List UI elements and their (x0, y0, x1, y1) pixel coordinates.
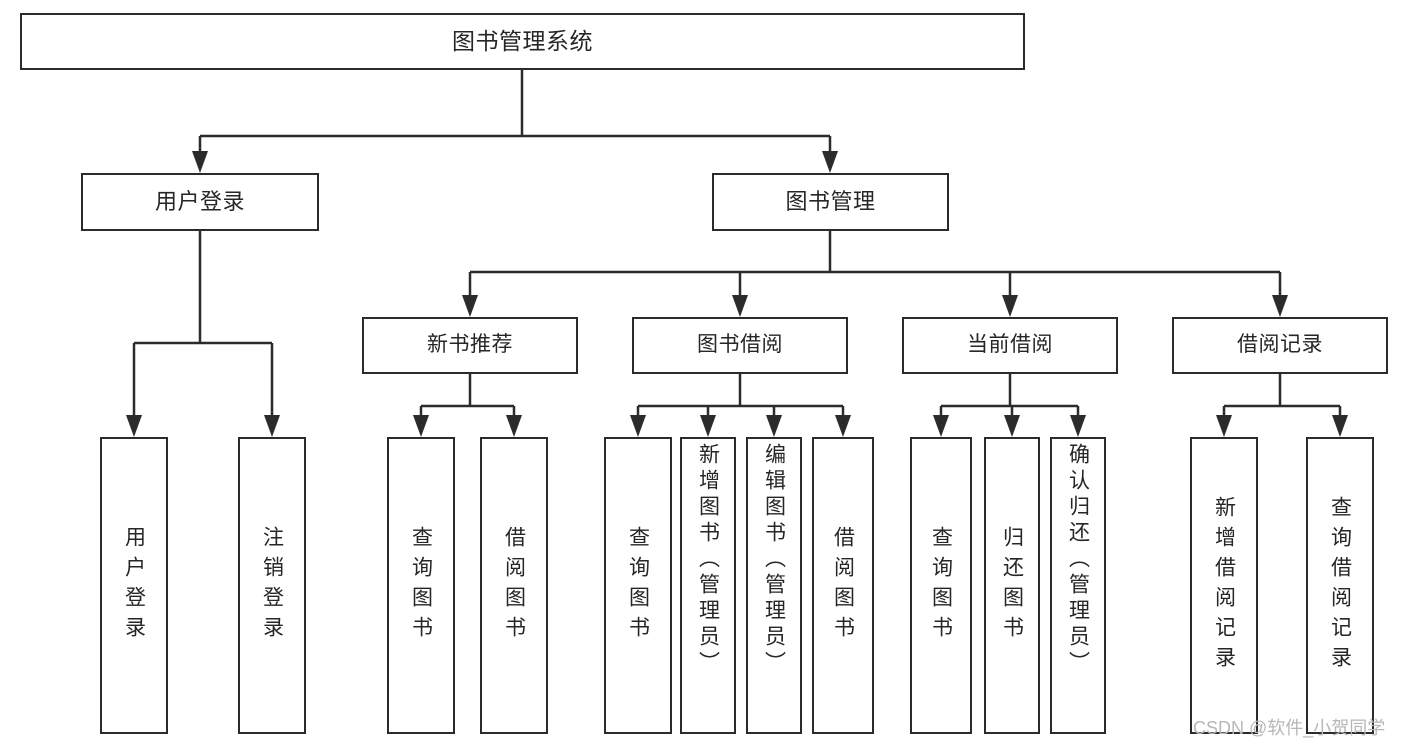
node-leaf-query-borrow-record[interactable]: 查询借阅记录 (1306, 437, 1374, 734)
node-current-borrow[interactable]: 当前借阅 (902, 317, 1118, 374)
node-leaf-query-book-3[interactable]: 查询图书 (910, 437, 972, 734)
node-label: 新增借阅记录 (1212, 495, 1236, 676)
node-book-manage[interactable]: 图书管理 (712, 173, 949, 231)
node-label: 注销登录 (260, 525, 284, 646)
node-leaf-add-book-admin[interactable]: 新增图书（管理员） (680, 437, 736, 734)
node-leaf-query-book-2[interactable]: 查询图书 (604, 437, 672, 734)
node-label: 图书管理系统 (452, 27, 593, 54)
watermark-text: CSDN @软件_小贺同学 (1193, 718, 1386, 738)
node-leaf-return-book[interactable]: 归还图书 (984, 437, 1040, 734)
node-label: 新增图书（管理员） (696, 443, 720, 677)
node-leaf-user-login[interactable]: 用户登录 (100, 437, 168, 734)
node-leaf-user-logout[interactable]: 注销登录 (238, 437, 306, 734)
node-leaf-edit-book-admin[interactable]: 编辑图书（管理员） (746, 437, 802, 734)
node-label: 新书推荐 (427, 333, 513, 357)
node-label: 图书借阅 (697, 333, 783, 357)
node-leaf-borrow-book-1[interactable]: 借阅图书 (480, 437, 548, 734)
node-leaf-query-book-1[interactable]: 查询图书 (387, 437, 455, 734)
node-book-borrow[interactable]: 图书借阅 (632, 317, 848, 374)
node-leaf-borrow-book-2[interactable]: 借阅图书 (812, 437, 874, 734)
node-label: 查询图书 (409, 525, 433, 646)
node-new-book-recommend[interactable]: 新书推荐 (362, 317, 578, 374)
node-leaf-confirm-return-admin[interactable]: 确认归还（管理员） (1050, 437, 1106, 734)
node-leaf-add-borrow-record[interactable]: 新增借阅记录 (1190, 437, 1258, 734)
node-label: 查询图书 (626, 525, 650, 646)
node-label: 确认归还（管理员） (1066, 443, 1090, 677)
node-label: 查询图书 (929, 525, 953, 646)
node-user-login[interactable]: 用户登录 (81, 173, 319, 231)
node-label: 借阅图书 (502, 525, 526, 646)
node-borrow-record[interactable]: 借阅记录 (1172, 317, 1388, 374)
node-label: 当前借阅 (967, 333, 1053, 357)
node-root[interactable]: 图书管理系统 (20, 13, 1025, 70)
node-label: 查询借阅记录 (1328, 495, 1352, 676)
node-label: 图书管理 (785, 189, 876, 215)
node-label: 用户登录 (154, 189, 245, 215)
node-label: 归还图书 (1000, 525, 1024, 646)
node-label: 用户登录 (122, 525, 146, 646)
node-label: 借阅图书 (831, 525, 855, 646)
node-label: 借阅记录 (1237, 333, 1323, 357)
node-label: 编辑图书（管理员） (762, 443, 786, 677)
